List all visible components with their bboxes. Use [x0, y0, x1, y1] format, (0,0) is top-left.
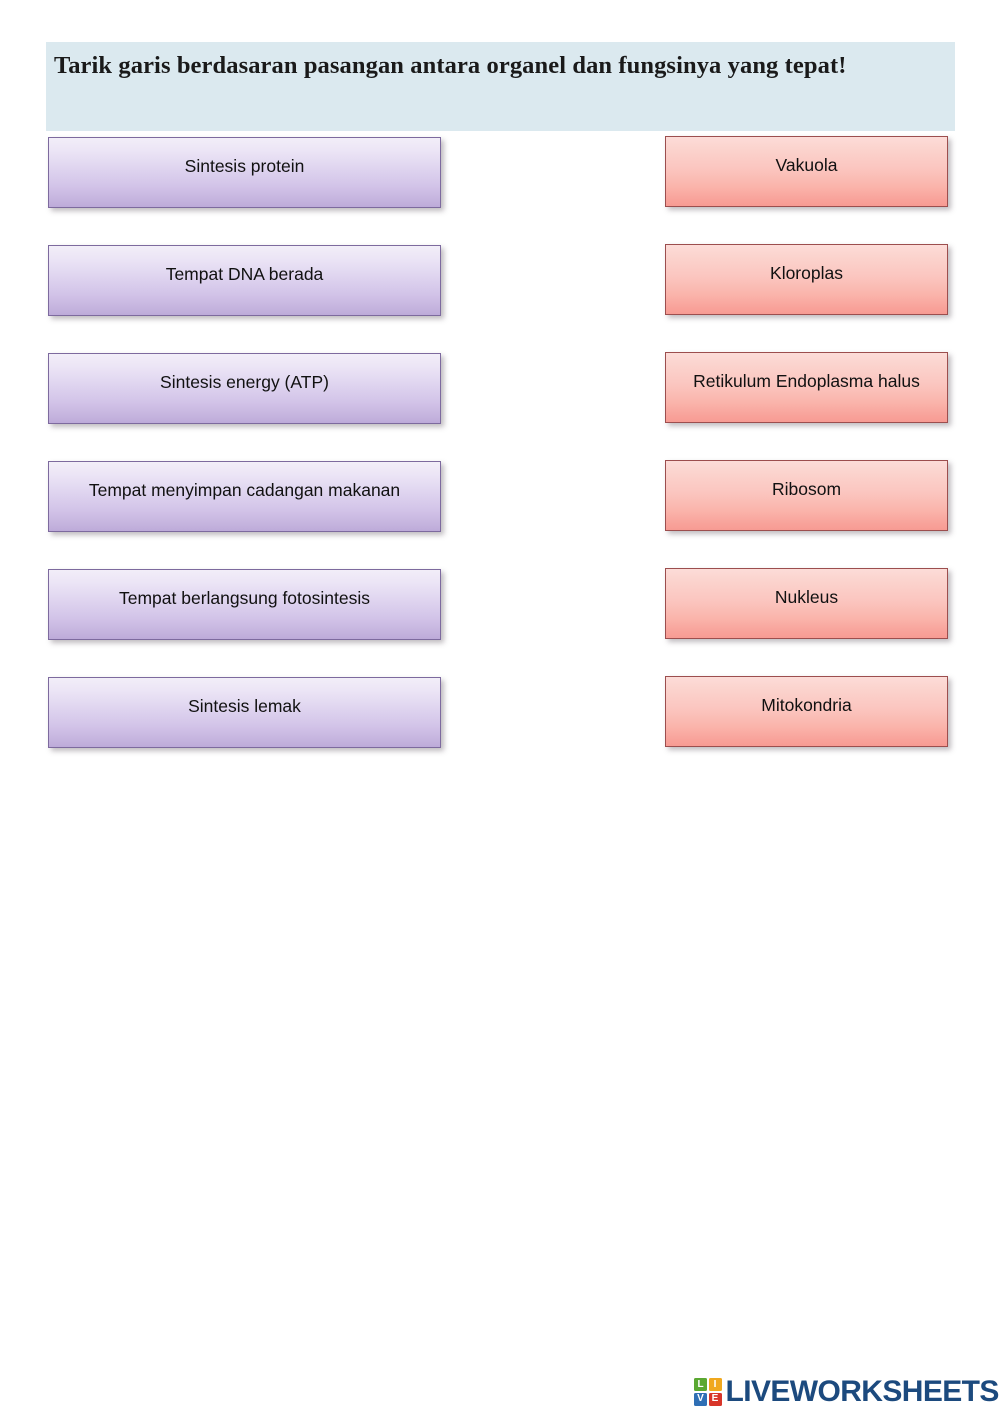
function-option-label: Sintesis lemak: [188, 696, 301, 716]
organelle-option-box[interactable]: Ribosom: [665, 460, 948, 531]
function-option-box[interactable]: Sintesis protein: [48, 137, 441, 208]
organelle-option-box[interactable]: Kloroplas: [665, 244, 948, 315]
function-option-box[interactable]: Sintesis lemak: [48, 677, 441, 748]
logo-tile-e: E: [708, 1392, 722, 1406]
liveworksheets-logo-icon: L I V E: [694, 1378, 722, 1406]
organelle-option-box[interactable]: Vakuola: [665, 136, 948, 207]
function-option-box[interactable]: Sintesis energy (ATP): [48, 353, 441, 424]
organelle-option-box[interactable]: Nukleus: [665, 568, 948, 639]
liveworksheets-wordmark: LIVEWORKSHEETS: [725, 1375, 1000, 1408]
function-option-label: Tempat DNA berada: [165, 264, 324, 284]
function-option-box[interactable]: Tempat menyimpan cadangan makanan: [48, 461, 441, 532]
organelle-option-label: Ribosom: [771, 479, 842, 499]
logo-tile-i: I: [708, 1378, 722, 1392]
organelle-option-box[interactable]: Retikulum Endoplasma halus: [665, 352, 948, 423]
function-option-label: Tempat menyimpan cadangan makanan: [88, 480, 401, 500]
organelle-option-label: Retikulum Endoplasma halus: [693, 371, 920, 391]
function-option-label: Sintesis energy (ATP): [160, 372, 329, 392]
liveworksheets-logo: L I V E LIVEWORKSHEETS: [694, 1374, 999, 1410]
logo-tile-v: V: [694, 1392, 707, 1406]
function-option-box[interactable]: Tempat berlangsung fotosintesis: [48, 569, 441, 640]
function-option-box[interactable]: Tempat DNA berada: [48, 245, 441, 316]
organelle-option-label: Nukleus: [774, 587, 839, 607]
instruction-band: Tarik garis berdasaran pasangan antara o…: [46, 42, 955, 131]
logo-tile-l: L: [694, 1378, 707, 1392]
organelle-option-label: Mitokondria: [761, 695, 852, 715]
organelle-column: Vakuola Kloroplas Retikulum Endoplasma h…: [665, 136, 948, 747]
instruction-text: Tarik garis berdasaran pasangan antara o…: [54, 52, 847, 79]
function-option-label: Tempat berlangsung fotosintesis: [119, 588, 370, 608]
organelle-option-label: Vakuola: [775, 155, 838, 175]
functions-column: Sintesis protein Tempat DNA berada Sinte…: [48, 137, 441, 748]
organelle-option-label: Kloroplas: [770, 263, 843, 283]
organelle-option-box[interactable]: Mitokondria: [665, 676, 948, 747]
function-option-label: Sintesis protein: [184, 156, 305, 176]
